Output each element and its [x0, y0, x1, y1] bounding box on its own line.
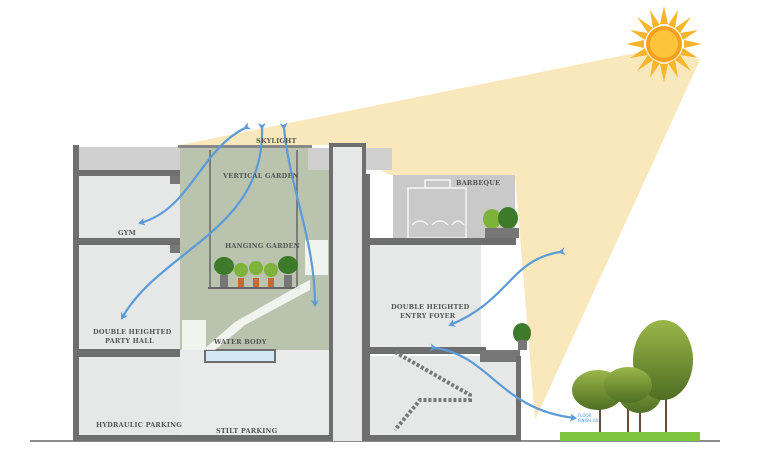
- courtyard: [178, 145, 330, 435]
- label-water-body: WATER BODY: [213, 338, 267, 346]
- core-shaft: [329, 143, 392, 441]
- label-hanging-garden: HANGING GARDEN: [225, 242, 300, 250]
- label-party-hall-2: PARTY HALL: [105, 337, 154, 345]
- label-skylight: SKYLIGHT: [256, 137, 297, 145]
- label-hydraulic-parking: HYDRAULIC PARKING: [96, 421, 182, 429]
- label-foyer-1: DOUBLE HEIGHTED: [391, 303, 470, 311]
- label-vertical-garden: VERTICAL GARDEN: [222, 172, 299, 180]
- label-gym: GYM: [118, 229, 136, 237]
- label-party-hall-1: DOUBLE HEIGHTED: [93, 328, 172, 336]
- grass: [560, 432, 700, 441]
- sun-icon: [626, 6, 702, 82]
- label-barbeque: BARBEQUE: [456, 179, 500, 187]
- label-floor-finish-2: FINISH LVL: [578, 418, 600, 423]
- label-floor-finish-1: FLOOR: [578, 413, 592, 418]
- airflow-arrows: [120, 122, 577, 422]
- label-stilt-parking: STILT PARKING: [216, 427, 278, 435]
- trees: [560, 320, 700, 441]
- label-foyer-2: ENTRY FOYER: [400, 312, 456, 320]
